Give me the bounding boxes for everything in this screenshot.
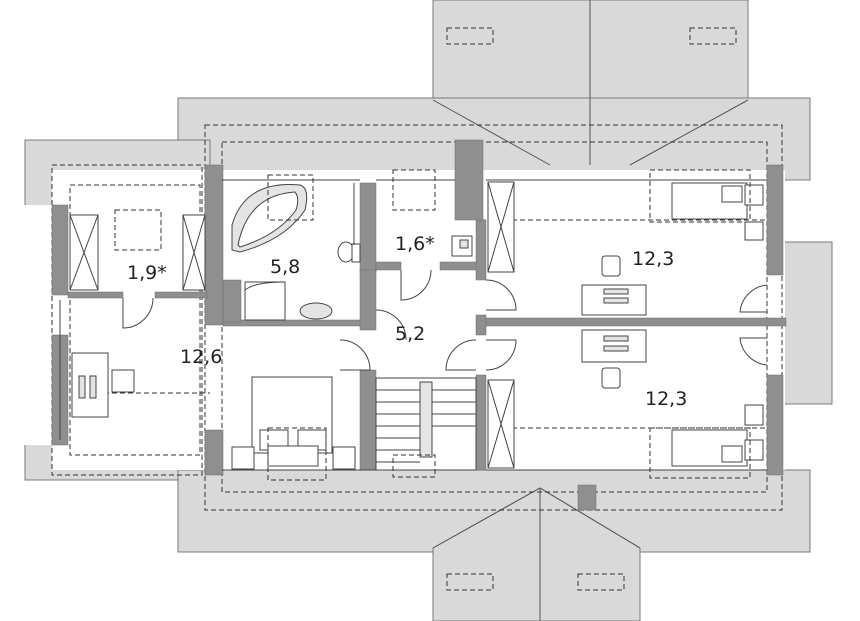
bedroom-ne-fixtures	[485, 169, 768, 316]
room-area-master-bedroom: 12,6	[180, 346, 222, 368]
room-area-bedroom-ne: 12,3	[632, 248, 674, 270]
staircase	[339, 309, 477, 478]
wc-fixtures	[392, 169, 473, 301]
roof-dormer-marks	[446, 27, 737, 591]
bathroom-fixtures	[231, 174, 361, 321]
interior-lines	[59, 179, 767, 471]
room-labels: 1,9* 5,8 1,6* 12,3 5,2 12,6 12,3	[127, 233, 687, 410]
roof-ridges	[432, 0, 749, 621]
walls	[51, 139, 787, 511]
bedroom-se-fixtures	[485, 329, 768, 479]
room-area-bathroom: 5,8	[270, 256, 300, 278]
room-area-hall: 5,2	[395, 323, 425, 345]
room-area-wardrobe: 1,9*	[127, 262, 167, 284]
room-area-wc: 1,6*	[395, 233, 435, 255]
master-bedroom-fixtures	[71, 352, 356, 481]
room-area-bedroom-se: 12,3	[645, 388, 687, 410]
wardrobe-fixtures	[69, 209, 206, 329]
